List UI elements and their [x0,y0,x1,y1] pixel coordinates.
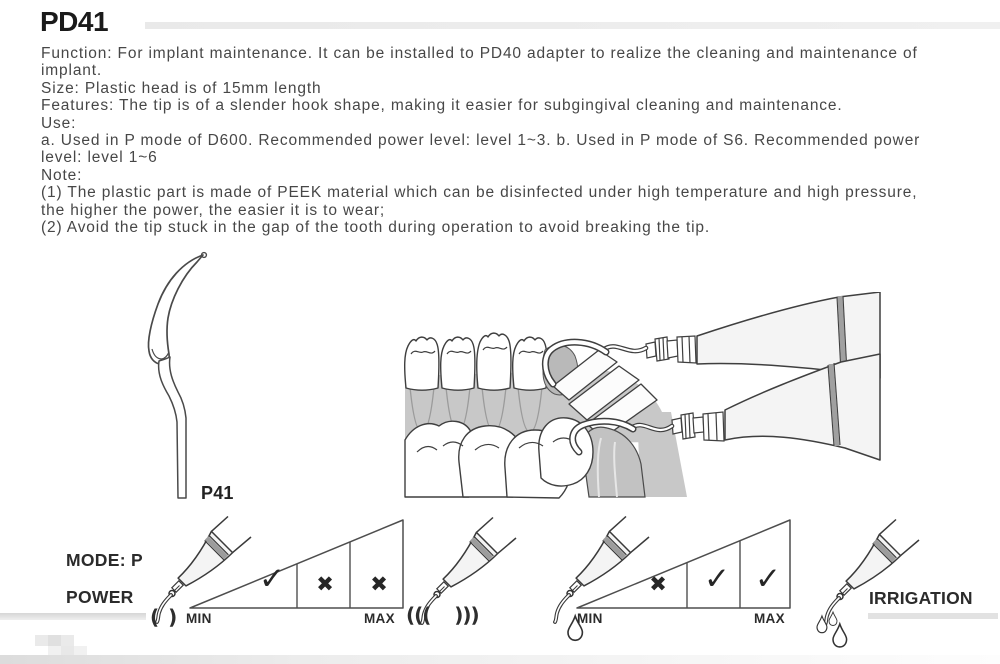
description-line: Features: The tip is of a slender hook s… [41,97,843,115]
water-drop-icon [832,623,848,648]
description-line: Note: [41,166,83,184]
description-line: Use: [41,114,77,132]
description-line: (2) Avoid the tip stuck in the gap of th… [41,219,711,237]
power-max-label: MAX [364,611,395,626]
power-triangle-figure [145,516,525,648]
description: Function: For implant maintenance. It ca… [41,45,920,236]
upper-teeth [403,332,548,391]
power-cell-mark: ✖ [370,572,388,596]
irrigation-triangle [576,519,791,609]
irrigation-label: IRRIGATION [869,588,973,608]
upper-handpiece [541,292,881,388]
irrigation-cell-mark: ✓ [755,561,781,597]
tip-shape-figure [147,251,208,499]
title-rule [145,22,1000,29]
description-line: Function: For implant maintenance. It ca… [41,45,918,62]
irrigation-cell-mark: ✓ [704,561,730,597]
lower-connector [671,411,725,442]
irrigation-max-label: MAX [754,611,785,626]
lower-teeth [404,417,594,499]
handpiece-low-water-icon [555,517,649,623]
power-cell-mark: ✖ [316,572,334,596]
description-line: Size: Plastic head is of 15mm length [41,79,322,97]
vibration-weak-icon: ( ) [150,605,179,629]
description-line: a. Used in P mode of D600. Recommended p… [41,132,921,150]
lower-handpiece [569,353,881,461]
water-drop-icon [828,611,838,626]
tip-model-label: P41 [201,483,234,503]
description-line: implant. [41,62,103,80]
handpiece-high-water-icon [825,520,919,626]
power-underline-bar [0,613,146,620]
bottom-scan-band [0,655,1000,664]
watermark [35,635,87,657]
description-line: (1) The plastic part is made of PEEK mat… [41,184,918,202]
power-min-label: MIN [186,611,212,626]
vibration-strong-icon: ((( ))) [406,603,480,627]
irrigation-underline-bar [868,613,998,619]
power-cell-mark: ✓ [259,561,285,597]
irrigation-triangle-figure [530,516,1000,648]
usage-illustration [403,292,881,499]
description-line: the higher the power, the easier it is t… [41,201,386,219]
teeth-cusp-lines [410,346,544,355]
mode-label: MODE: P [66,550,143,570]
description-line: level: level 1~6 [41,149,158,167]
irrigation-min-label: MIN [577,611,603,626]
power-label: POWER [66,587,134,607]
page-title: PD41 [40,6,109,37]
irrigation-cell-mark: ✖ [649,572,667,596]
upper-connector [645,335,697,364]
